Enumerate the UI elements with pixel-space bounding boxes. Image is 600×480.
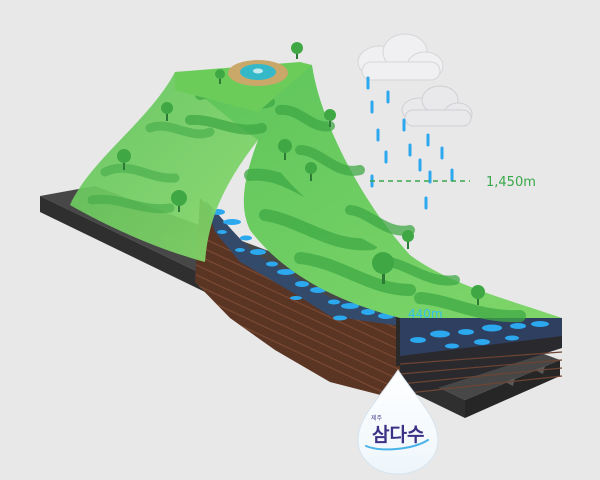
tree [215, 69, 225, 84]
brand-name: 삼다수 [372, 424, 424, 446]
tree [278, 139, 292, 160]
tree [305, 162, 317, 181]
tree [161, 102, 173, 121]
well-pipe [396, 314, 400, 366]
altitude-marker-high: 1,450m [370, 175, 536, 190]
altitude-marker-low: 440m [408, 307, 443, 321]
tree [171, 190, 187, 212]
trees [117, 42, 485, 305]
brand-prefix: 제주 [371, 414, 383, 422]
brand-water-drop: 제주 삼다수 [357, 369, 439, 475]
aquifer-band [205, 200, 400, 326]
altitude-low-label: 440m [408, 307, 443, 321]
tree [291, 42, 303, 59]
brand-swoosh [365, 439, 429, 451]
tree [402, 230, 414, 249]
cloud-upper [357, 33, 444, 81]
tree [471, 285, 485, 305]
groundwater-pockets [211, 209, 394, 321]
mountain-top-surface [175, 65, 562, 318]
rain-clouds [357, 33, 473, 210]
altitude-high-label: 1,450m [486, 175, 536, 190]
tree [117, 149, 131, 170]
tree [324, 109, 336, 127]
cross-section [195, 198, 563, 400]
raindrops [366, 76, 454, 210]
cloud-lower [401, 85, 473, 127]
tree [372, 252, 394, 284]
base-slab-right-face [465, 360, 560, 418]
